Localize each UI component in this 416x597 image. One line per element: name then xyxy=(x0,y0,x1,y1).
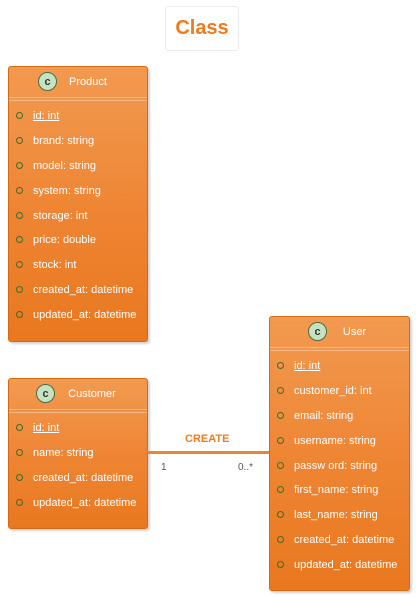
target-multiplicity: 0..* xyxy=(238,462,254,473)
attribute-visibility-icon xyxy=(16,211,23,219)
class-c-icon: c xyxy=(36,384,55,403)
attribute-row: created_at: datetime xyxy=(270,528,409,553)
attribute-row: first_name: string xyxy=(270,478,409,503)
class-header: c Product xyxy=(9,67,147,101)
attribute-text: storage: int xyxy=(33,209,88,222)
class-header: c User xyxy=(270,317,409,351)
attribute-text: passw ord: string xyxy=(294,459,378,472)
attribute-text: first_name: string xyxy=(294,484,379,497)
class-user[interactable]: c User id: int customer_id: int email: s… xyxy=(269,316,410,591)
class-c-icon: c xyxy=(38,72,57,91)
attribute-text: created_at: datetime xyxy=(33,283,134,296)
association-label: CREATE xyxy=(185,433,230,445)
attribute-text: username: string xyxy=(294,434,376,447)
class-name: User xyxy=(342,326,367,338)
attribute-visibility-icon xyxy=(16,261,23,269)
attribute-visibility-icon xyxy=(277,436,284,444)
attribute-text: updated_at: datetime xyxy=(33,496,137,509)
attribute-row: customer_id: int xyxy=(270,379,409,404)
attribute-visibility-icon xyxy=(16,498,23,506)
attribute-text: created_at: datetime xyxy=(294,533,395,546)
attribute-text: brand: string xyxy=(33,135,95,148)
attribute-visibility-icon xyxy=(277,461,284,469)
class-product[interactable]: c Product id: int brand: string model: s… xyxy=(8,66,148,342)
attribute-list: id: int customer_id: int email: string u… xyxy=(270,348,409,577)
attribute-visibility-icon xyxy=(277,486,284,494)
attribute-text: stock: int xyxy=(33,259,77,272)
attribute-visibility-icon xyxy=(16,449,23,457)
attribute-row: username: string xyxy=(270,428,409,453)
attribute-row: name: string xyxy=(9,441,147,466)
attribute-visibility-icon xyxy=(277,560,284,568)
class-c-icon: c xyxy=(308,322,327,341)
diagram-title: Class xyxy=(165,6,239,51)
attribute-text: name: string xyxy=(33,447,94,460)
attribute-text: price: double xyxy=(33,234,96,247)
class-name: Product xyxy=(69,76,107,88)
attribute-visibility-icon xyxy=(16,285,23,293)
attribute-text: updated_at: datetime xyxy=(294,558,398,571)
attribute-row: id: int xyxy=(9,416,147,441)
attribute-row: stock: int xyxy=(9,253,147,278)
attribute-list: id: int name: string created_at: datetim… xyxy=(9,410,147,515)
attribute-row: model: string xyxy=(9,154,147,179)
source-multiplicity: 1 xyxy=(161,462,167,473)
attribute-row: updated_at: datetime xyxy=(9,490,147,515)
attribute-row: passw ord: string xyxy=(270,453,409,478)
attribute-list: id: int brand: string model: string syst… xyxy=(9,98,147,327)
class-header: c Customer xyxy=(9,379,147,413)
attribute-row: last_name: string xyxy=(270,503,409,528)
attribute-text: model: string xyxy=(33,159,96,172)
attribute-text: email: string xyxy=(294,409,354,422)
attribute-visibility-icon xyxy=(277,362,284,370)
class-customer[interactable]: c Customer id: int name: string created_… xyxy=(8,378,148,529)
attribute-row: price: double xyxy=(9,228,147,253)
attribute-row: updated_at: datetime xyxy=(270,552,409,577)
attribute-visibility-icon xyxy=(16,137,23,145)
attribute-visibility-icon xyxy=(16,161,23,169)
association-line[interactable] xyxy=(147,451,269,454)
attribute-row: brand: string xyxy=(9,129,147,154)
attribute-text: id: int xyxy=(33,422,60,435)
attribute-text: last_name: string xyxy=(294,509,378,522)
attribute-text: id: int xyxy=(294,360,321,373)
attribute-visibility-icon xyxy=(277,411,284,419)
attribute-text: created_at: datetime xyxy=(33,471,134,484)
attribute-row: email: string xyxy=(270,404,409,429)
attribute-text: updated_at: datetime xyxy=(33,308,137,321)
attribute-row: id: int xyxy=(9,104,147,129)
class-name: Customer xyxy=(68,388,116,400)
attribute-visibility-icon xyxy=(16,186,23,194)
attribute-text: customer_id: int xyxy=(294,385,372,398)
attribute-visibility-icon xyxy=(16,473,23,481)
attribute-visibility-icon xyxy=(16,310,23,318)
attribute-visibility-icon xyxy=(16,236,23,244)
attribute-text: id: int xyxy=(33,110,60,123)
attribute-row: created_at: datetime xyxy=(9,278,147,303)
attribute-visibility-icon xyxy=(277,535,284,543)
attribute-row: created_at: datetime xyxy=(9,466,147,491)
attribute-row: id: int xyxy=(270,354,409,379)
attribute-visibility-icon xyxy=(277,387,284,395)
attribute-visibility-icon xyxy=(16,424,23,432)
attribute-visibility-icon xyxy=(277,511,284,519)
attribute-row: storage: int xyxy=(9,203,147,228)
attribute-row: updated_at: datetime xyxy=(9,302,147,327)
attribute-visibility-icon xyxy=(16,112,23,120)
attribute-row: system: string xyxy=(9,178,147,203)
attribute-text: system: string xyxy=(33,184,101,197)
